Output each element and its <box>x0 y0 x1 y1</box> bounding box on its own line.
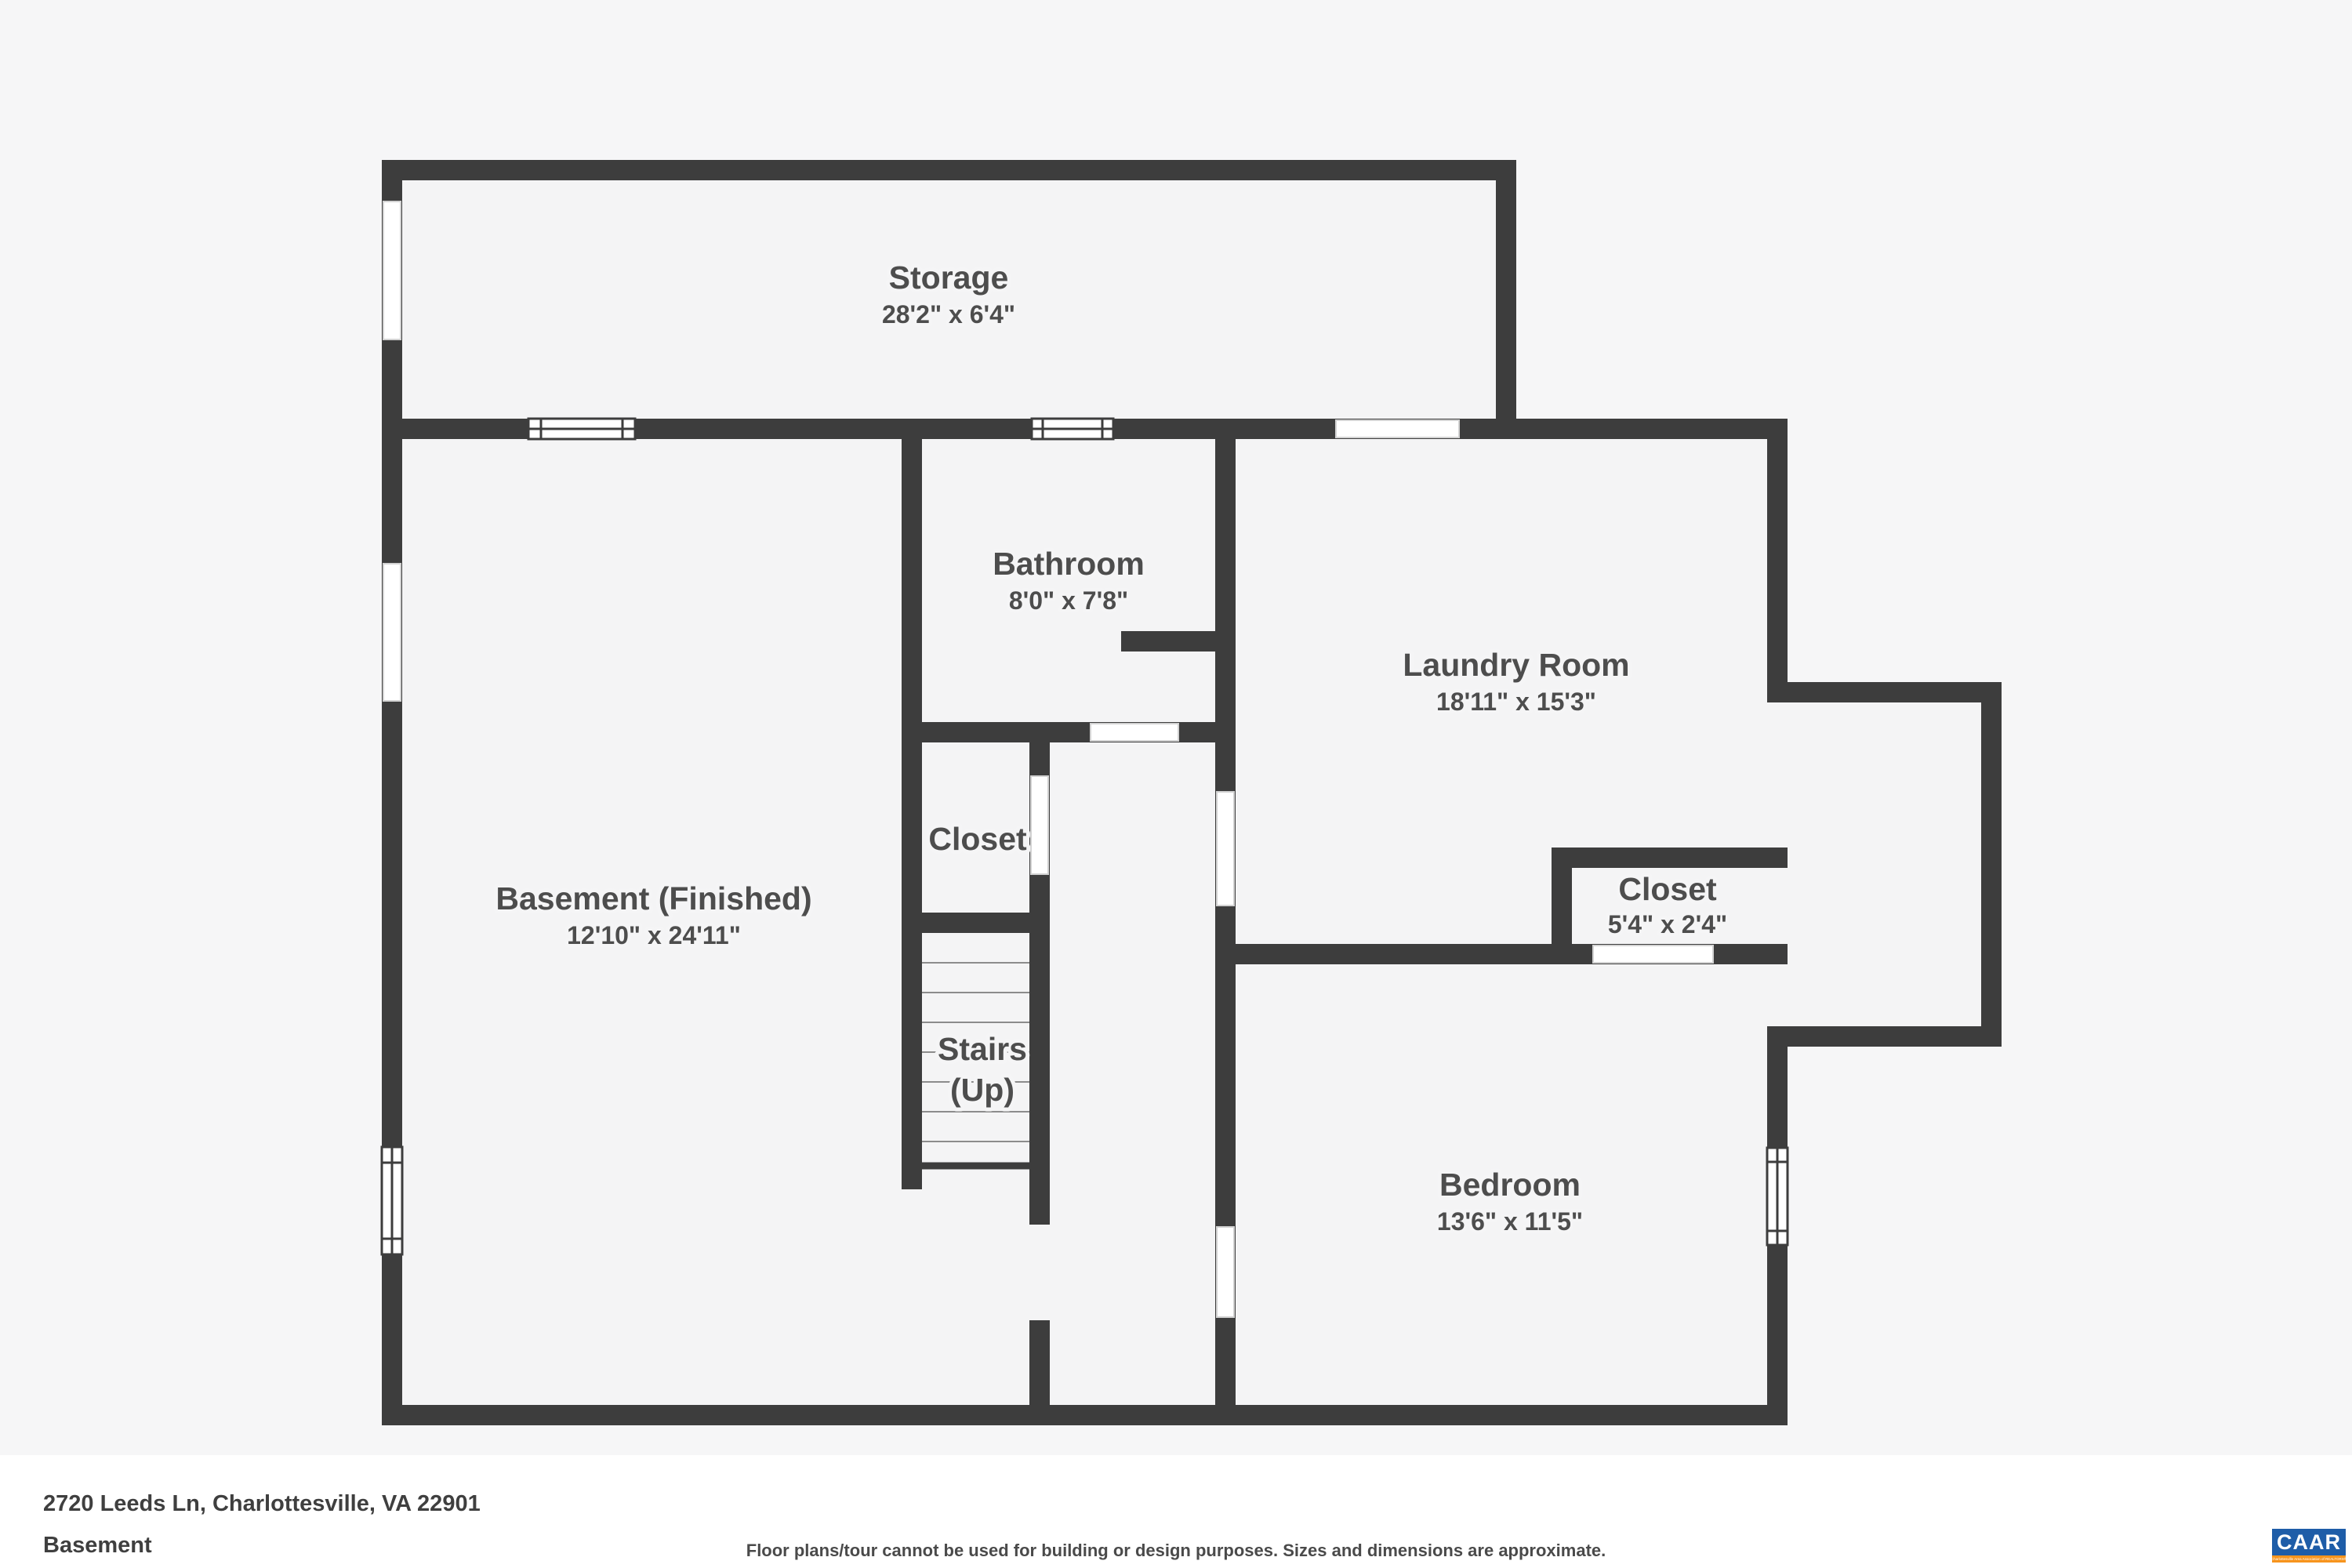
bedroom-door <box>1216 1226 1235 1318</box>
hall-door <box>1090 723 1179 742</box>
wall-closet-right-top <box>1552 848 1788 868</box>
wall-stairs-right <box>1029 933 1050 1225</box>
stairs-treads <box>922 962 1029 1170</box>
stairs-label: Stairs <box>938 1031 1027 1067</box>
closet-right-dims: 5'4" x 2'4" <box>1608 910 1727 938</box>
disclaimer-text: Floor plans/tour cannot be used for buil… <box>746 1541 1606 1560</box>
wall-extension-right <box>1981 682 2002 1047</box>
laundry-extension-floor <box>1767 682 2002 1047</box>
wall-laundry-right <box>1767 419 1788 702</box>
basement-dims: 12'10" x 24'11" <box>567 921 741 949</box>
caar-logo-tagline-bar: Charlottesville Area Association of REAL… <box>2272 1555 2346 1563</box>
caar-logo-tagline: Charlottesville Area Association of REAL… <box>2272 1557 2346 1561</box>
wall-bottom <box>382 1405 1788 1425</box>
basement-window-upper <box>383 563 401 702</box>
laundry-dims: 18'11" x 15'3" <box>1436 688 1596 716</box>
storage-label: Storage <box>889 260 1009 296</box>
basement-label: Basement (Finished) <box>495 880 811 916</box>
laundry-door <box>1216 791 1235 906</box>
window-storage-bottom <box>527 417 637 441</box>
wall-storage-right <box>1496 160 1516 439</box>
storage-window <box>383 201 401 340</box>
closet-right-label: Closet <box>1618 871 1717 907</box>
laundry-label: Laundry Room <box>1403 647 1629 683</box>
wall-hall-stub <box>1029 1320 1050 1425</box>
window-bedroom <box>1766 1146 1789 1247</box>
room-floors <box>382 160 2002 1425</box>
bathroom-label: Bathroom <box>993 546 1145 582</box>
wall-bathroom-bottom <box>902 722 1236 742</box>
wall-closet-left-bottom <box>902 913 1050 933</box>
bedroom-label: Bedroom <box>1439 1167 1581 1203</box>
laundry-opening <box>1335 419 1460 438</box>
window-basement-lower <box>380 1145 404 1256</box>
wall-extension-bottom <box>1767 1026 2002 1047</box>
bedroom-dims: 13'6" x 11'5" <box>1437 1207 1583 1236</box>
wall-storage-top <box>382 160 1516 180</box>
property-address: 2720 Leeds Ln, Charlottesville, VA 22901 <box>43 1491 481 1516</box>
floor-name: Basement <box>43 1533 152 1558</box>
closet-left-label: Closet <box>928 821 1027 857</box>
caar-logo-acronym: CAAR <box>2272 1529 2346 1555</box>
stairs-direction: (Up) <box>950 1072 1014 1108</box>
wall-bathroom-stairs-left <box>902 439 922 1189</box>
storage-dims: 28'2" x 6'4" <box>882 300 1015 328</box>
windows <box>380 417 1789 1256</box>
door-openings <box>383 201 1714 1318</box>
window-bathroom-top <box>1030 417 1115 441</box>
caar-logo: CAAR Charlottesville Area Association of… <box>2272 1529 2346 1563</box>
closet-right-door <box>1592 945 1714 964</box>
closet-left-door <box>1030 775 1049 875</box>
bathroom-dims: 8'0" x 7'8" <box>1009 586 1128 615</box>
room-storage-floor <box>382 160 1516 439</box>
wall-closet-right-left <box>1552 848 1572 964</box>
wall-extension-top <box>1767 682 2002 702</box>
room-labels: Storage 28'2" x 6'4" Bathroom 8'0" x 7'8… <box>492 256 1730 1240</box>
